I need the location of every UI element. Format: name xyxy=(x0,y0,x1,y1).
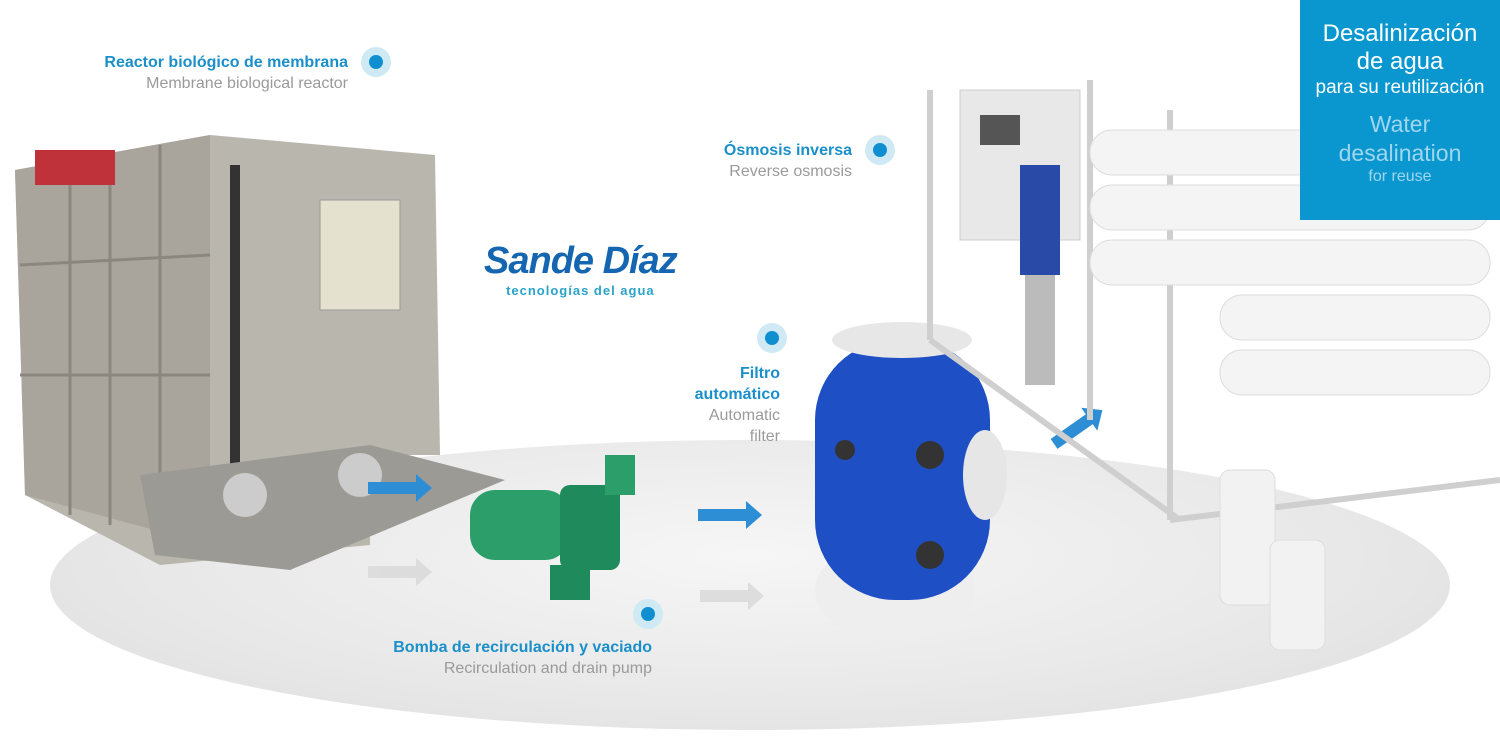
hotspot-osmosis[interactable] xyxy=(865,135,895,165)
flow-arrow-shadow-2 xyxy=(700,582,764,610)
flow-arrow-1 xyxy=(368,474,432,502)
label-pump: Bomba de recirculación y vaciado Recircu… xyxy=(393,637,652,679)
label-osmosis-es: Ósmosis inversa xyxy=(723,142,852,159)
title-es-3: para su reutilización xyxy=(1315,77,1485,98)
label-filter-es-1: Filtro xyxy=(740,365,780,382)
title-en-1: Water xyxy=(1369,111,1431,137)
label-filter-es-2: automático xyxy=(694,386,780,403)
hotspot-filter[interactable] xyxy=(757,323,787,353)
label-osmosis: Ósmosis inversa Reverse osmosis xyxy=(724,140,852,182)
label-reactor-en: Membrane biological reactor xyxy=(146,75,348,92)
automatic-filter-image xyxy=(815,322,1007,640)
logo-tagline: tecnologías del agua xyxy=(506,283,655,298)
recirculation-pump-image xyxy=(470,455,635,600)
title-en-3: for reuse xyxy=(1368,168,1432,185)
logo-name: Sande Díaz xyxy=(484,240,678,282)
label-filter: Filtro automático Automatic filter xyxy=(695,363,780,447)
label-filter-en-1: Automatic xyxy=(708,407,780,424)
flow-arrow-shadow-1 xyxy=(368,558,432,586)
label-pump-en: Recirculation and drain pump xyxy=(443,660,652,677)
label-pump-es: Bomba de recirculación y vaciado xyxy=(393,639,652,656)
hotspot-pump[interactable] xyxy=(633,599,663,629)
membrane-bioreactor-image xyxy=(15,135,505,570)
title-es-2: de agua xyxy=(1356,48,1444,75)
label-filter-en-2: filter xyxy=(749,428,780,445)
title-box: Desalinización de agua para su reutiliza… xyxy=(1300,0,1500,220)
flow-arrow-2 xyxy=(698,501,762,529)
label-osmosis-en: Reverse osmosis xyxy=(729,163,852,180)
hotspot-reactor[interactable] xyxy=(361,47,391,77)
title-es-1: Desalinización xyxy=(1322,20,1478,47)
label-reactor: Reactor biológico de membrana Membrane b… xyxy=(104,52,348,94)
label-reactor-es: Reactor biológico de membrana xyxy=(104,54,348,71)
title-en-2: desalination xyxy=(1338,140,1462,166)
sande-diaz-logo: Sande Díaz tecnologías del agua xyxy=(484,240,678,298)
